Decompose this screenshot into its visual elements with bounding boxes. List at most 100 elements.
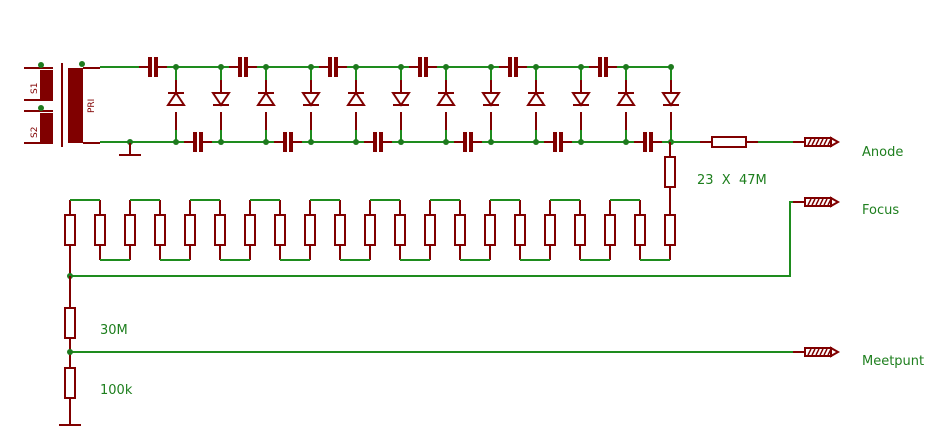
connector-tip	[830, 196, 841, 208]
junction-dot	[38, 105, 44, 111]
junction-dot	[263, 64, 269, 70]
resistor	[574, 214, 586, 246]
cap-gap	[409, 60, 437, 74]
connector-thread	[811, 348, 816, 356]
capacitor	[424, 57, 428, 77]
connector-thread	[823, 198, 828, 206]
junction-dot	[668, 64, 674, 70]
diode	[391, 92, 411, 107]
junction-dot	[578, 64, 584, 70]
capacitor	[379, 132, 383, 152]
coil-s1	[40, 70, 53, 100]
connector-thread	[807, 198, 812, 206]
diode	[301, 92, 321, 107]
connector-thread	[823, 138, 828, 146]
diode	[256, 91, 276, 106]
resistor	[604, 214, 616, 246]
junction-dot	[308, 64, 314, 70]
resistor	[664, 214, 676, 246]
diode	[211, 92, 231, 107]
capacitor	[283, 132, 287, 152]
junction-dot	[173, 139, 179, 145]
connector-thread	[819, 138, 824, 146]
junction-dot	[623, 64, 629, 70]
junction-dot	[218, 64, 224, 70]
cap-gap	[364, 135, 392, 149]
capacitor	[604, 57, 608, 77]
wire	[70, 201, 805, 277]
cap-gap	[229, 60, 257, 74]
resistor-anode	[711, 136, 747, 148]
resistor	[484, 214, 496, 246]
connector-thread	[811, 198, 816, 206]
resistor	[214, 214, 226, 246]
label-30m: 30M	[100, 323, 128, 338]
diode	[481, 92, 501, 107]
junction-dot	[398, 139, 404, 145]
resistor	[364, 214, 376, 246]
capacitor	[328, 57, 332, 77]
capacitor	[373, 132, 377, 152]
label-pri: PRI	[87, 98, 97, 113]
capacitor	[334, 57, 338, 77]
label-100k: 100k	[100, 383, 133, 398]
diode	[346, 91, 366, 106]
cap-gap	[454, 135, 482, 149]
coil-primary	[68, 68, 83, 143]
diode	[616, 91, 636, 106]
junction-dot	[79, 61, 85, 67]
resistor	[124, 214, 136, 246]
label-s1: S1	[30, 82, 40, 94]
junction-dot	[218, 139, 224, 145]
label-focus: Focus	[862, 203, 900, 218]
cap-gap	[499, 60, 527, 74]
diode	[436, 91, 456, 106]
junction-dot	[67, 349, 73, 355]
label-resistor-chain: 23 X 47M	[697, 173, 767, 188]
connector-thread	[823, 348, 828, 356]
junction-dot	[38, 62, 44, 68]
capacitor	[238, 57, 242, 77]
junction-dot	[488, 64, 494, 70]
capacitor	[469, 132, 473, 152]
junction-dot	[488, 139, 494, 145]
resistor	[154, 214, 166, 246]
resistor	[544, 214, 556, 246]
connector-thread	[819, 198, 824, 206]
junction-dot	[623, 139, 629, 145]
connector-tip	[830, 346, 841, 358]
junction-dot	[353, 139, 359, 145]
connector-tip	[830, 136, 841, 148]
junction-dot	[127, 139, 133, 145]
capacitor	[289, 132, 293, 152]
junction-dot	[173, 64, 179, 70]
junction-dot	[443, 139, 449, 145]
capacitor	[649, 132, 653, 152]
label-s2: S2	[30, 126, 40, 138]
junction-dot	[263, 139, 269, 145]
capacitor	[643, 132, 647, 152]
connector-thread	[815, 348, 820, 356]
diode	[571, 92, 591, 107]
capacitor	[154, 57, 158, 77]
junction-dot	[308, 139, 314, 145]
resistor	[64, 214, 76, 246]
resistor	[184, 214, 196, 246]
resistor	[244, 214, 256, 246]
capacitor	[199, 132, 203, 152]
cap-gap	[544, 135, 572, 149]
connector-thread	[815, 198, 820, 206]
cap-gap	[319, 60, 347, 74]
junction-dot	[578, 139, 584, 145]
resistor	[454, 214, 466, 246]
junction-dot	[398, 64, 404, 70]
diode	[526, 91, 546, 106]
label-meetpunt: Meetpunt	[862, 354, 925, 369]
junction-dot	[533, 139, 539, 145]
resistor	[424, 214, 436, 246]
capacitor	[514, 57, 518, 77]
diode	[661, 92, 681, 107]
resistor	[64, 367, 76, 399]
